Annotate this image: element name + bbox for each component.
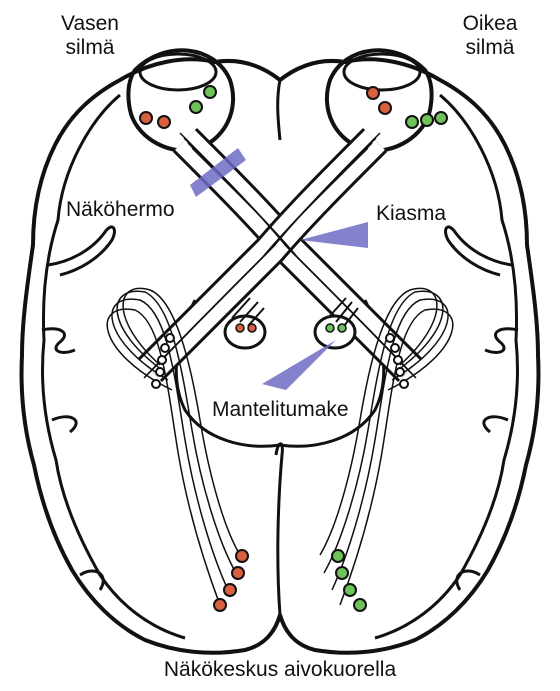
- left-eye-label-line1: Vasen: [40, 12, 140, 36]
- left-eye-dots: [140, 86, 216, 128]
- amygdala-label: Mantelitumake: [212, 398, 349, 422]
- amygdala-dots: [236, 324, 346, 332]
- visual-cortex-label: Näkökeskus aivokuorella: [80, 658, 480, 682]
- left-eye: [128, 50, 233, 150]
- cortex-dots-left: [214, 550, 248, 611]
- optic-radiations: [107, 288, 453, 605]
- optic-pathways: [144, 133, 416, 378]
- right-eye: [327, 50, 432, 150]
- amygdala-structures: [225, 298, 358, 348]
- optic-nerve-label: Näköhermo: [66, 198, 175, 222]
- amygdala-pointer: [262, 340, 336, 390]
- left-eye-label: Vasen silmä: [40, 12, 140, 60]
- right-eye-dots: [367, 87, 447, 128]
- right-eye-label-line2: silmä: [440, 36, 540, 60]
- right-eye-label: Oikea silmä: [440, 12, 540, 60]
- chiasm-label: Kiasma: [376, 202, 446, 226]
- brain-outline: [22, 59, 539, 652]
- right-eye-label-line1: Oikea: [440, 12, 540, 36]
- left-eye-label-line2: silmä: [40, 36, 140, 60]
